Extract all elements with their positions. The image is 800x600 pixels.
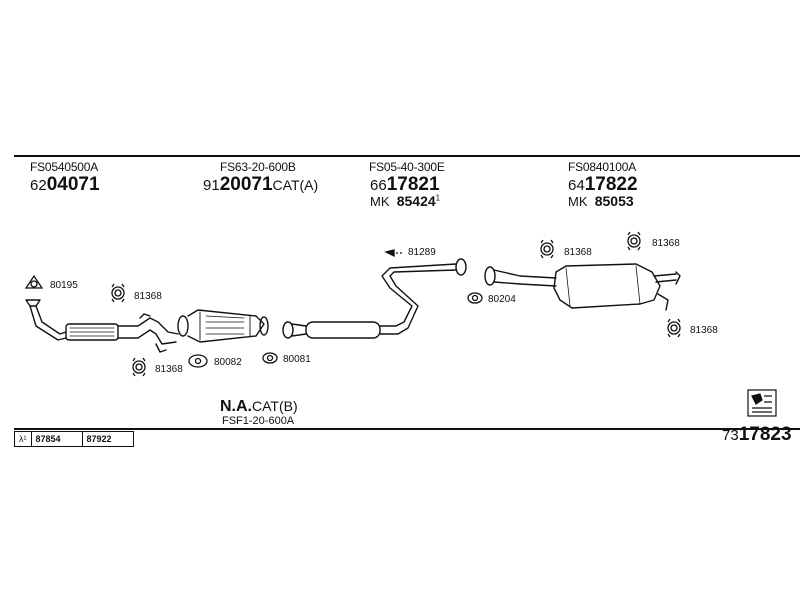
footer-number: 7317823 bbox=[722, 424, 792, 445]
section-1-number: 6204071 bbox=[30, 174, 100, 195]
part-label-81368-a: 81368 bbox=[134, 291, 162, 302]
gasket-icon-80204 bbox=[467, 292, 483, 304]
lambda-cell-2: 87922 bbox=[86, 434, 112, 444]
clamp-icon-81368-b bbox=[132, 357, 146, 377]
gasket-icon-80195 bbox=[24, 274, 44, 289]
part-label-80082: 80082 bbox=[214, 357, 242, 368]
part-label-80195: 80195 bbox=[50, 280, 78, 291]
top-rule bbox=[14, 155, 800, 157]
part-label-81368-c: 81368 bbox=[564, 247, 592, 258]
part-label-81368-e: 81368 bbox=[690, 325, 718, 336]
gasket-icon-80081 bbox=[262, 352, 278, 364]
gasket-icon-80082 bbox=[188, 354, 208, 368]
section-4-number: 6417822 bbox=[568, 174, 638, 195]
section-1-code: FS0540500A bbox=[30, 160, 99, 174]
clamp-icon-81368-a bbox=[111, 283, 125, 303]
clamp-icon-81368-d bbox=[627, 231, 641, 251]
part-label-81368-d: 81368 bbox=[652, 238, 680, 249]
section-2-code: FS63-20-600B bbox=[220, 160, 296, 174]
section-3-code: FS05-40-300E bbox=[369, 160, 445, 174]
section-4-mk: MK 85053 bbox=[568, 193, 634, 209]
section-3-number: 6617821 bbox=[370, 174, 440, 195]
lambda-cell-1: 87854 bbox=[32, 432, 83, 446]
clamp-icon-81368-c bbox=[540, 239, 554, 259]
lambda-symbol: λ¹ bbox=[15, 432, 32, 446]
section-4-code: FS0840100A bbox=[568, 160, 637, 174]
lambda-table: λ¹ 87854 87922 bbox=[14, 431, 134, 447]
muffler-icon bbox=[484, 263, 681, 311]
center-pipe-icon bbox=[282, 258, 467, 339]
book-manual-icon bbox=[747, 389, 777, 417]
bottom-rule bbox=[14, 428, 800, 430]
section-2-number: 9120071CAT(A) bbox=[203, 174, 319, 195]
front-pipe-icon bbox=[25, 299, 179, 353]
section-3-mk: MK 854241 bbox=[370, 193, 441, 209]
na-cat-label: N.A.CAT(B) bbox=[220, 398, 298, 415]
hanger-icon-81289 bbox=[384, 249, 402, 258]
part-label-81368-b: 81368 bbox=[155, 364, 183, 375]
catalytic-converter-icon bbox=[177, 309, 269, 343]
part-label-80204: 80204 bbox=[488, 294, 516, 305]
na-cat-code: FSF1-20-600A bbox=[222, 415, 295, 427]
clamp-icon-81368-e bbox=[667, 318, 681, 338]
part-label-80081: 80081 bbox=[283, 354, 311, 365]
part-label-81289: 81289 bbox=[408, 247, 436, 258]
